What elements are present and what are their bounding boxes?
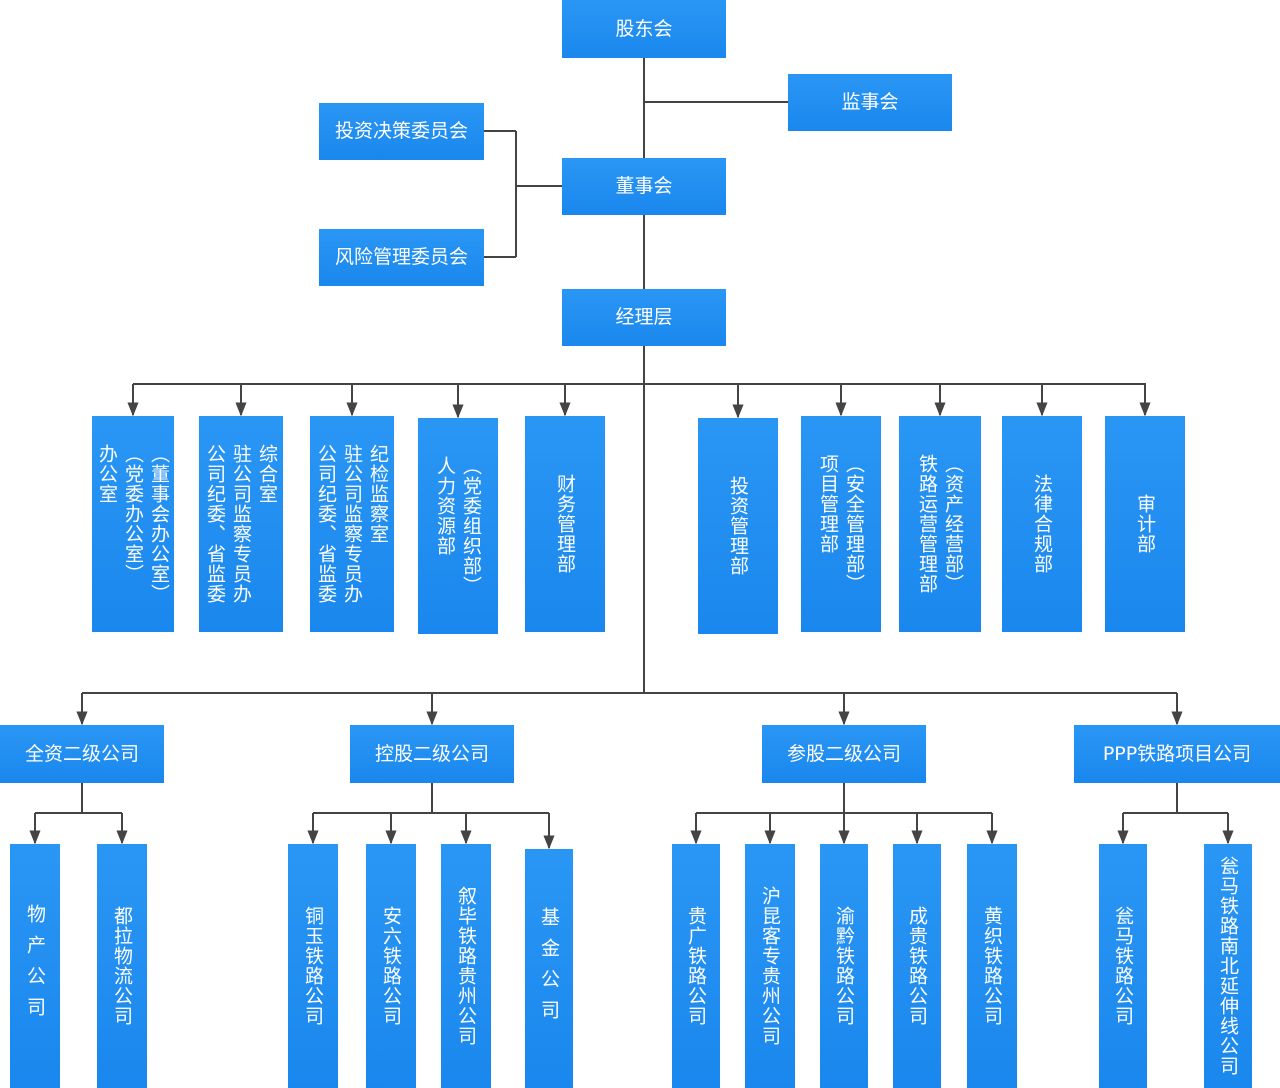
subsidiary-label: 瓮马铁路南北延伸线公司 bbox=[1217, 856, 1239, 1076]
department-label: 法律合规部 bbox=[1031, 474, 1053, 574]
board-box: 董事会 bbox=[562, 158, 726, 215]
department-box: 纪检监察室驻公司监察专员办公司纪委、省监委 bbox=[310, 416, 394, 632]
department-label: 驻公司监察专员办 bbox=[230, 444, 252, 604]
department-box: 审计部 bbox=[1105, 416, 1185, 632]
subsidiary-label: 基金公司 bbox=[538, 906, 560, 1031]
supervisors-box: 监事会 bbox=[788, 74, 952, 131]
department-box: （党委组织部）人力资源部 bbox=[418, 418, 498, 634]
subsidiary-box: 叙毕铁路贵州公司 bbox=[441, 844, 491, 1088]
department-label: 公司纪委、省监委 bbox=[315, 444, 337, 604]
department-label: 人力资源部 bbox=[434, 456, 456, 556]
subsidiary-box: 贵广铁路公司 bbox=[672, 844, 720, 1088]
subsidiary-label: 成贵铁路公司 bbox=[906, 906, 928, 1026]
department-label: 综合室 bbox=[256, 444, 278, 504]
department-label: 项目管理部 bbox=[817, 454, 839, 554]
subsidiary-label: 贵广铁路公司 bbox=[685, 906, 707, 1026]
subsidiary-label: 物产公司 bbox=[24, 904, 46, 1028]
department-label: 审计部 bbox=[1134, 494, 1156, 554]
subsidiary-label: 铜玉铁路公司 bbox=[302, 906, 324, 1026]
department-label: 铁路运营管理部 bbox=[916, 454, 938, 594]
subsidiary-box: 成贵铁路公司 bbox=[893, 844, 941, 1088]
department-box: 综合室驻公司监察专员办公司纪委、省监委 bbox=[199, 416, 283, 632]
subsidiary-box: 基金公司 bbox=[525, 849, 573, 1088]
department-box: （安全管理部）项目管理部 bbox=[801, 416, 881, 632]
subsidiary-label: 都拉物流公司 bbox=[111, 906, 133, 1026]
group-box: PPP铁路项目公司 bbox=[1074, 725, 1280, 783]
department-label: 公司纪委、省监委 bbox=[204, 444, 226, 604]
subsidiary-box: 都拉物流公司 bbox=[97, 844, 147, 1088]
department-box: 财务管理部 bbox=[525, 416, 605, 632]
department-label: 驻公司监察专员办 bbox=[341, 444, 363, 604]
subsidiary-box: 瓮马铁路南北延伸线公司 bbox=[1204, 844, 1252, 1088]
department-label: （党委办公室） bbox=[122, 444, 144, 584]
subsidiary-label: 瓮马铁路公司 bbox=[1112, 906, 1134, 1026]
department-label: 办公室 bbox=[96, 444, 118, 504]
subsidiary-box: 铜玉铁路公司 bbox=[288, 844, 338, 1088]
department-box: （资产经营部）铁路运营管理部 bbox=[899, 416, 981, 632]
department-label: （安全管理部） bbox=[843, 454, 865, 594]
risk-committee-box: 风险管理委员会 bbox=[319, 229, 484, 286]
subsidiary-label: 渝黔铁路公司 bbox=[833, 906, 855, 1026]
subsidiary-box: 渝黔铁路公司 bbox=[820, 844, 868, 1088]
department-label: （资产经营部） bbox=[942, 454, 964, 594]
group-box: 控股二级公司 bbox=[350, 725, 514, 783]
department-label: 纪检监察室 bbox=[367, 444, 389, 544]
subsidiary-box: 安六铁路公司 bbox=[366, 844, 416, 1088]
subsidiary-label: 黄织铁路公司 bbox=[981, 906, 1003, 1026]
management-box: 经理层 bbox=[562, 289, 726, 346]
department-label: （党委组织部） bbox=[460, 456, 482, 596]
subsidiary-box: 瓮马铁路公司 bbox=[1099, 844, 1147, 1088]
department-box: 投资管理部 bbox=[698, 418, 778, 634]
subsidiary-box: 物产公司 bbox=[10, 844, 60, 1088]
subsidiary-label: 叙毕铁路贵州公司 bbox=[455, 886, 477, 1046]
subsidiary-label: 安六铁路公司 bbox=[380, 906, 402, 1026]
group-box: 参股二级公司 bbox=[762, 725, 926, 783]
department-box: 法律合规部 bbox=[1002, 416, 1082, 632]
shareholders-box: 股东会 bbox=[562, 0, 726, 58]
subsidiary-box: 沪昆客专贵州公司 bbox=[745, 844, 795, 1088]
department-label: （董事会办公室） bbox=[148, 444, 170, 604]
investment-committee-box: 投资决策委员会 bbox=[319, 103, 484, 160]
department-box: （董事会办公室）（党委办公室）办公室 bbox=[92, 416, 174, 632]
subsidiary-box: 黄织铁路公司 bbox=[967, 844, 1017, 1088]
department-label: 财务管理部 bbox=[554, 474, 576, 574]
department-label: 投资管理部 bbox=[727, 476, 749, 576]
subsidiary-label: 沪昆客专贵州公司 bbox=[759, 886, 781, 1046]
group-box: 全资二级公司 bbox=[0, 725, 164, 783]
